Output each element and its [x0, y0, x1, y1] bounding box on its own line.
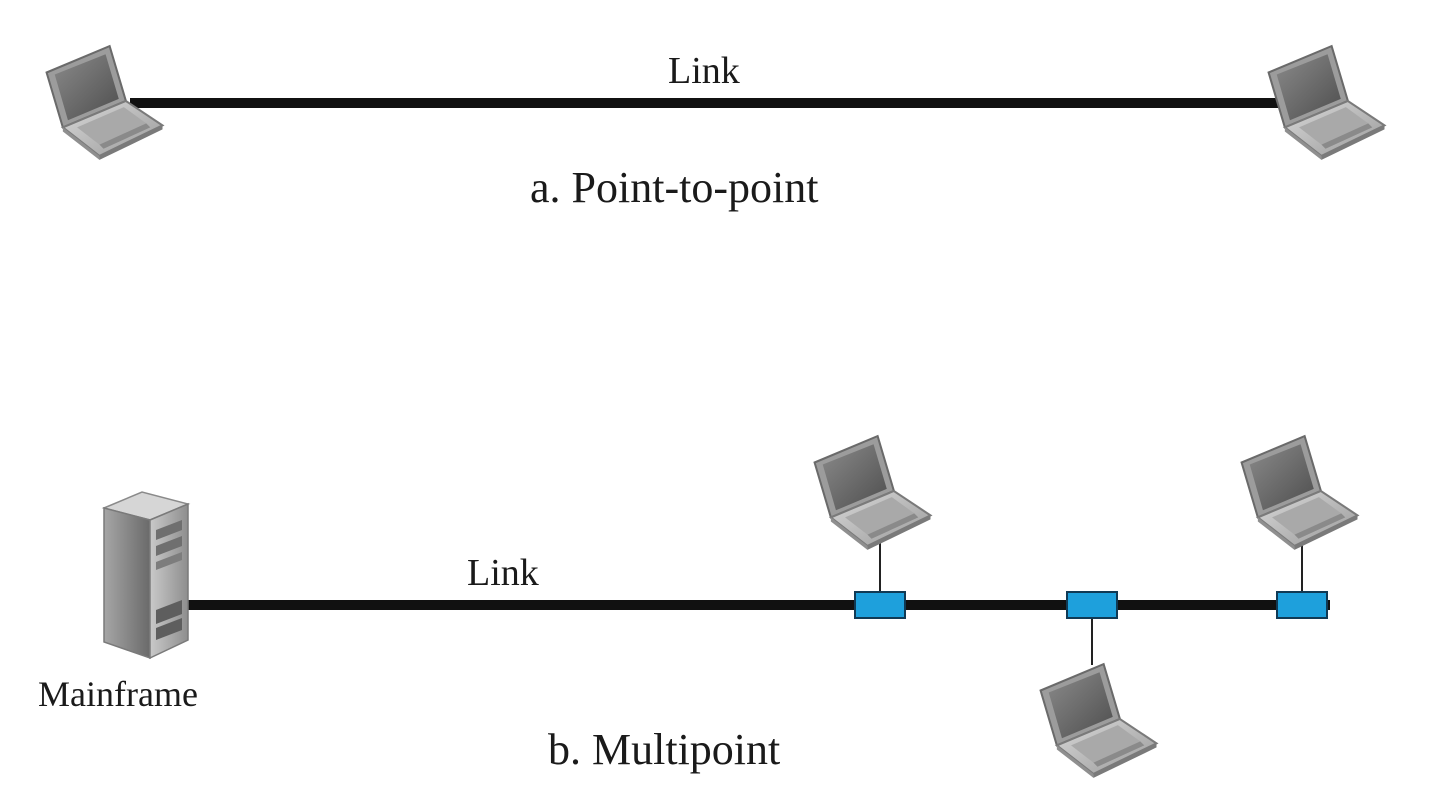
laptop-icon: [1240, 435, 1359, 551]
mainframe-label: Mainframe: [38, 674, 198, 714]
point-to-point-caption: a. Point-to-point: [530, 163, 819, 212]
laptop-icon: [1039, 663, 1158, 779]
multipoint-caption: b. Multipoint: [548, 725, 781, 774]
laptop-icon: [813, 435, 932, 551]
tap-connector: [1066, 591, 1118, 619]
point-to-point-link-label: Link: [668, 50, 740, 92]
mainframe-icon: [103, 491, 189, 659]
multipoint-link-label: Link: [467, 552, 539, 594]
tap-connector: [1276, 591, 1328, 619]
point-to-point-diagram: [45, 45, 1386, 161]
multipoint-diagram: [103, 435, 1359, 779]
laptop-icon: [1267, 45, 1386, 161]
tap-connector: [854, 591, 906, 619]
